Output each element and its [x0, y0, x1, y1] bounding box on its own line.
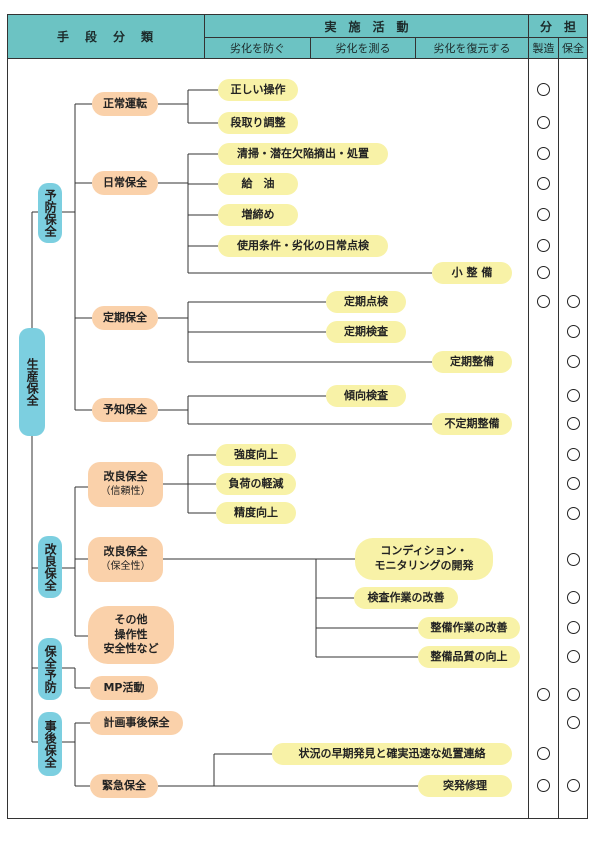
maintenance-circle: [567, 553, 580, 566]
activity-trend-inspection: 傾向検査: [326, 385, 406, 407]
method-improvement-maintainability: 改良保全 （保全性）: [88, 537, 163, 582]
maintenance-circle: [567, 650, 580, 663]
maintenance-circle: [567, 621, 580, 634]
production-circle: [537, 239, 550, 252]
category-breakdown: 事後保全: [38, 712, 62, 776]
maintenance-column-divider: [558, 59, 559, 819]
root-label: 生産保全: [25, 358, 40, 406]
production-circle: [537, 779, 550, 792]
activity-condition-monitoring: コンディション・ モニタリングの開発: [355, 538, 493, 580]
header-activity-measure: 劣化を測る: [310, 37, 416, 59]
production-circle: [537, 747, 550, 760]
activity-sudden-repair: 突発修理: [418, 775, 512, 797]
maintenance-circle: [567, 295, 580, 308]
method-other-line3: 安全性など: [103, 642, 159, 656]
production-circle: [537, 177, 550, 190]
production-circle: [537, 295, 550, 308]
method-mp-activity: MP活動: [90, 676, 158, 700]
category-preventive: 予防保全: [38, 183, 62, 243]
method-other-line2: 操作性: [114, 627, 148, 641]
method-other: その他 操作性 安全性など: [88, 606, 174, 664]
method-improvement-maintainability-line2: （保全性）: [100, 561, 151, 573]
header-sharing: 分 担: [528, 14, 588, 38]
activity-daily-check: 使用条件・劣化の日常点検: [218, 235, 388, 257]
activity-setup-adjustment: 段取り調整: [218, 112, 298, 134]
production-circle: [537, 208, 550, 221]
maintenance-circle: [567, 355, 580, 368]
category-improvement: 改良保全: [38, 536, 62, 598]
activity-lubrication: 給 油: [218, 173, 298, 195]
category-maintenance-prevention-label: 保全予防: [43, 645, 58, 693]
maintenance-circle: [567, 417, 580, 430]
activity-periodic-inspection: 定期点検: [326, 291, 406, 313]
header-activity-prevent: 劣化を防ぐ: [204, 37, 311, 59]
activity-periodic-overhaul: 定期整備: [432, 351, 512, 373]
maintenance-circle: [567, 779, 580, 792]
category-maintenance-prevention: 保全予防: [38, 638, 62, 700]
production-circle: [537, 266, 550, 279]
maintenance-circle: [567, 477, 580, 490]
activity-accuracy-up: 精度向上: [216, 502, 296, 524]
production-circle: [537, 688, 550, 701]
production-circle: [537, 147, 550, 160]
activity-overhaul-improvement: 整備作業の改善: [418, 617, 520, 639]
maintenance-circle: [567, 389, 580, 402]
activity-correct-operation: 正しい操作: [218, 79, 298, 101]
header-share-maintenance: 保全: [558, 37, 588, 59]
activity-condition-monitoring-line2: モニタリングの開発: [374, 559, 474, 572]
root-production-maintenance: 生産保全: [19, 328, 45, 436]
activity-overhaul-quality: 整備品質の向上: [418, 646, 520, 668]
maintenance-circle: [567, 448, 580, 461]
header-method-classification: 手 段 分 類: [7, 14, 205, 59]
method-predictive-maintenance: 予知保全: [92, 398, 158, 422]
category-preventive-label: 予防保全: [43, 189, 58, 237]
activity-cleaning: 清掃・潜在欠陥摘出・処置: [218, 143, 388, 165]
activity-strength-up: 強度向上: [216, 444, 296, 466]
method-improvement-maintainability-line1: 改良保全: [103, 545, 148, 559]
activity-periodic-check: 定期検査: [326, 321, 406, 343]
activity-minor-repair: 小 整 備: [432, 262, 512, 284]
header-share-production: 製造: [528, 37, 559, 59]
method-emergency: 緊急保全: [90, 774, 158, 798]
activity-condition-monitoring-line1: コンディション・: [380, 544, 468, 558]
activity-tightening: 増締め: [218, 204, 298, 226]
activity-inspection-improvement: 検査作業の改善: [354, 587, 458, 609]
maintenance-circle: [567, 591, 580, 604]
method-improvement-reliability-line2: （信頼性）: [100, 486, 151, 498]
category-improvement-label: 改良保全: [43, 543, 58, 591]
maintenance-circle: [567, 688, 580, 701]
maintenance-circle: [567, 716, 580, 729]
method-improvement-reliability: 改良保全 （信頼性）: [88, 462, 163, 507]
method-other-line1: その他: [114, 612, 148, 626]
production-circle: [537, 83, 550, 96]
activity-early-detection: 状況の早期発見と確実迅速な処置連絡: [272, 743, 512, 765]
method-daily-maintenance: 日常保全: [92, 171, 158, 195]
category-breakdown-label: 事後保全: [43, 720, 58, 768]
activity-load-reduction: 負荷の軽減: [216, 473, 296, 495]
maintenance-circle: [567, 325, 580, 338]
method-improvement-reliability-line1: 改良保全: [103, 470, 148, 484]
production-circle: [537, 116, 550, 129]
production-column-divider: [528, 59, 529, 819]
method-normal-operation: 正常運転: [92, 92, 158, 116]
activity-irregular-overhaul: 不定期整備: [432, 413, 512, 435]
method-periodic-maintenance: 定期保全: [92, 306, 158, 330]
maintenance-circle: [567, 507, 580, 520]
header-activity-restore: 劣化を復元する: [415, 37, 529, 59]
method-planned-breakdown: 計画事後保全: [90, 711, 183, 735]
